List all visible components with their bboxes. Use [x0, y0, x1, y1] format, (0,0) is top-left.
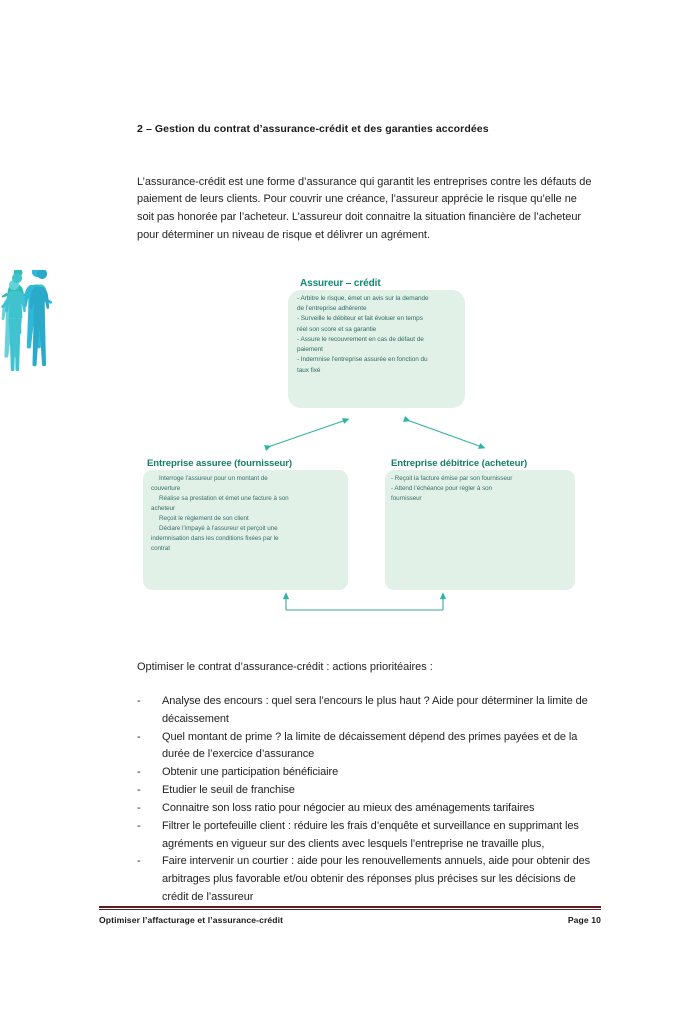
list-item-text: Filtrer le portefeuille client : réduire…: [162, 819, 579, 850]
bullet-marker: -: [137, 730, 141, 743]
supplier-lines: Interroge l’assureur pour un montant de …: [143, 474, 348, 555]
intro-paragraph: L’assurance-crédit est une forme d’assur…: [137, 175, 592, 242]
buyer-lines: - Reçoit la facture émise par son fourni…: [385, 474, 575, 504]
list-item-text: Etudier le seuil de franchise: [162, 784, 295, 797]
list-item-text: Connaitre son loss ratio pour négocier a…: [162, 801, 535, 814]
list-item-text: Faire intervenir un courtier : aide pour…: [162, 855, 591, 903]
document-body: 2 – Gestion du contrat d’assurance-crédi…: [137, 0, 592, 245]
supplier-line: Réalise sa prestation et émet une factur…: [159, 495, 289, 503]
arrow-buyer-insurer: [403, 416, 486, 449]
footer-row: Optimiser l’affacturage et l’assurance-c…: [99, 915, 601, 925]
insurer-line: de l’entreprise adhérente: [297, 305, 367, 313]
actions-lead-in: Optimiser le contrat d’assurance-crédit …: [137, 661, 433, 673]
diagram-node-insurer: Assureur – crédit - Arbitre le risque, é…: [288, 278, 465, 408]
footer-rule: [99, 906, 601, 908]
list-item-text: Analyse des encours : quel sera l’encour…: [162, 695, 588, 725]
insurer-title: Assureur – crédit: [300, 278, 381, 289]
footer-title: Optimiser l’affacturage et l’assurance-c…: [99, 915, 284, 925]
bullet-marker: -: [137, 819, 141, 832]
insurer-line: - Arbitre le risque, émet un avis sur la…: [297, 295, 429, 302]
actions-list: - Analyse des encours : quel sera l’enco…: [137, 693, 597, 907]
bullet-marker: -: [137, 766, 141, 779]
list-item-text: Obtenir une participation bénéficiaire: [162, 766, 339, 779]
insurer-line: - Surveille le débiteur et fait évoluer …: [297, 315, 423, 323]
list-item: - Etudier le seuil de franchise: [137, 782, 597, 800]
supplier-line: couverture: [151, 485, 181, 493]
supplier-line: Déclare l’impayé à l’assureur et perçoit…: [159, 525, 278, 533]
insurer-line: - Indemnise l’entreprise assurée en fonc…: [297, 356, 428, 364]
diagram-node-supplier: Entreprise assuree (fournisseur) Interro…: [143, 458, 348, 590]
insurer-line: réel son score et sa garantie: [297, 325, 377, 333]
list-item: - Quel montant de prime ? la limite de d…: [137, 729, 597, 765]
supplier-line: indemnisation dans les conditions fixées…: [151, 535, 279, 543]
buyer-line: - Attend l’échéance pour régler à son: [391, 485, 493, 493]
list-item: - Filtrer le portefeuille client : rédui…: [137, 818, 597, 854]
list-item: - Faire intervenir un courtier : aide po…: [137, 853, 597, 906]
footer-page-number: Page 10: [567, 915, 601, 925]
supplier-line: contrat: [151, 545, 170, 553]
insurer-line: paiement: [297, 346, 323, 354]
credit-insurance-diagram: Assureur – crédit - Arbitre le risque, é…: [0, 270, 700, 630]
list-item: - Analyse des encours : quel sera l’enco…: [137, 693, 597, 729]
insurer-line: - Assure le recouvrement en cas de défau…: [297, 335, 424, 343]
supplier-line: acheteur: [151, 505, 176, 513]
arrow-supplier-insurer: [264, 418, 350, 451]
buyer-line: - Reçoit la facture émise par son fourni…: [391, 475, 513, 482]
supplier-title: Entreprise assuree (fournisseur): [147, 458, 293, 469]
bullet-marker: -: [137, 855, 141, 868]
list-item: - Obtenir une participation bénéficiaire: [137, 764, 597, 782]
diagram-node-buyer: Entreprise débitrice (acheteur) - Reçoit…: [385, 458, 575, 590]
list-item: - Connaitre son loss ratio pour négocier…: [137, 800, 597, 818]
list-item-text: Quel montant de prime ? la limite de déc…: [162, 730, 578, 761]
bullet-marker: -: [137, 801, 141, 814]
supplier-line: Interroge l’assureur pour un montant de: [159, 475, 268, 482]
people-icon-buyer: [1, 270, 50, 372]
section-heading: 2 – Gestion du contrat d’assurance-crédi…: [137, 123, 489, 135]
buyer-line: fournisseur: [391, 495, 422, 503]
insurer-lines: - Arbitre le risque, émet un avis sur la…: [288, 294, 465, 376]
bullet-marker: -: [137, 784, 141, 797]
bullet-marker: -: [137, 695, 141, 707]
supplier-line: Reçoit le règlement de son client: [159, 515, 249, 523]
footer-rule-secondary: [99, 909, 601, 910]
page-footer: Optimiser l’affacturage et l’assurance-c…: [99, 906, 601, 925]
buyer-title: Entreprise débitrice (acheteur): [391, 458, 528, 469]
diagram-connectors: [264, 416, 486, 611]
insurer-line: taux fixé: [297, 366, 321, 374]
